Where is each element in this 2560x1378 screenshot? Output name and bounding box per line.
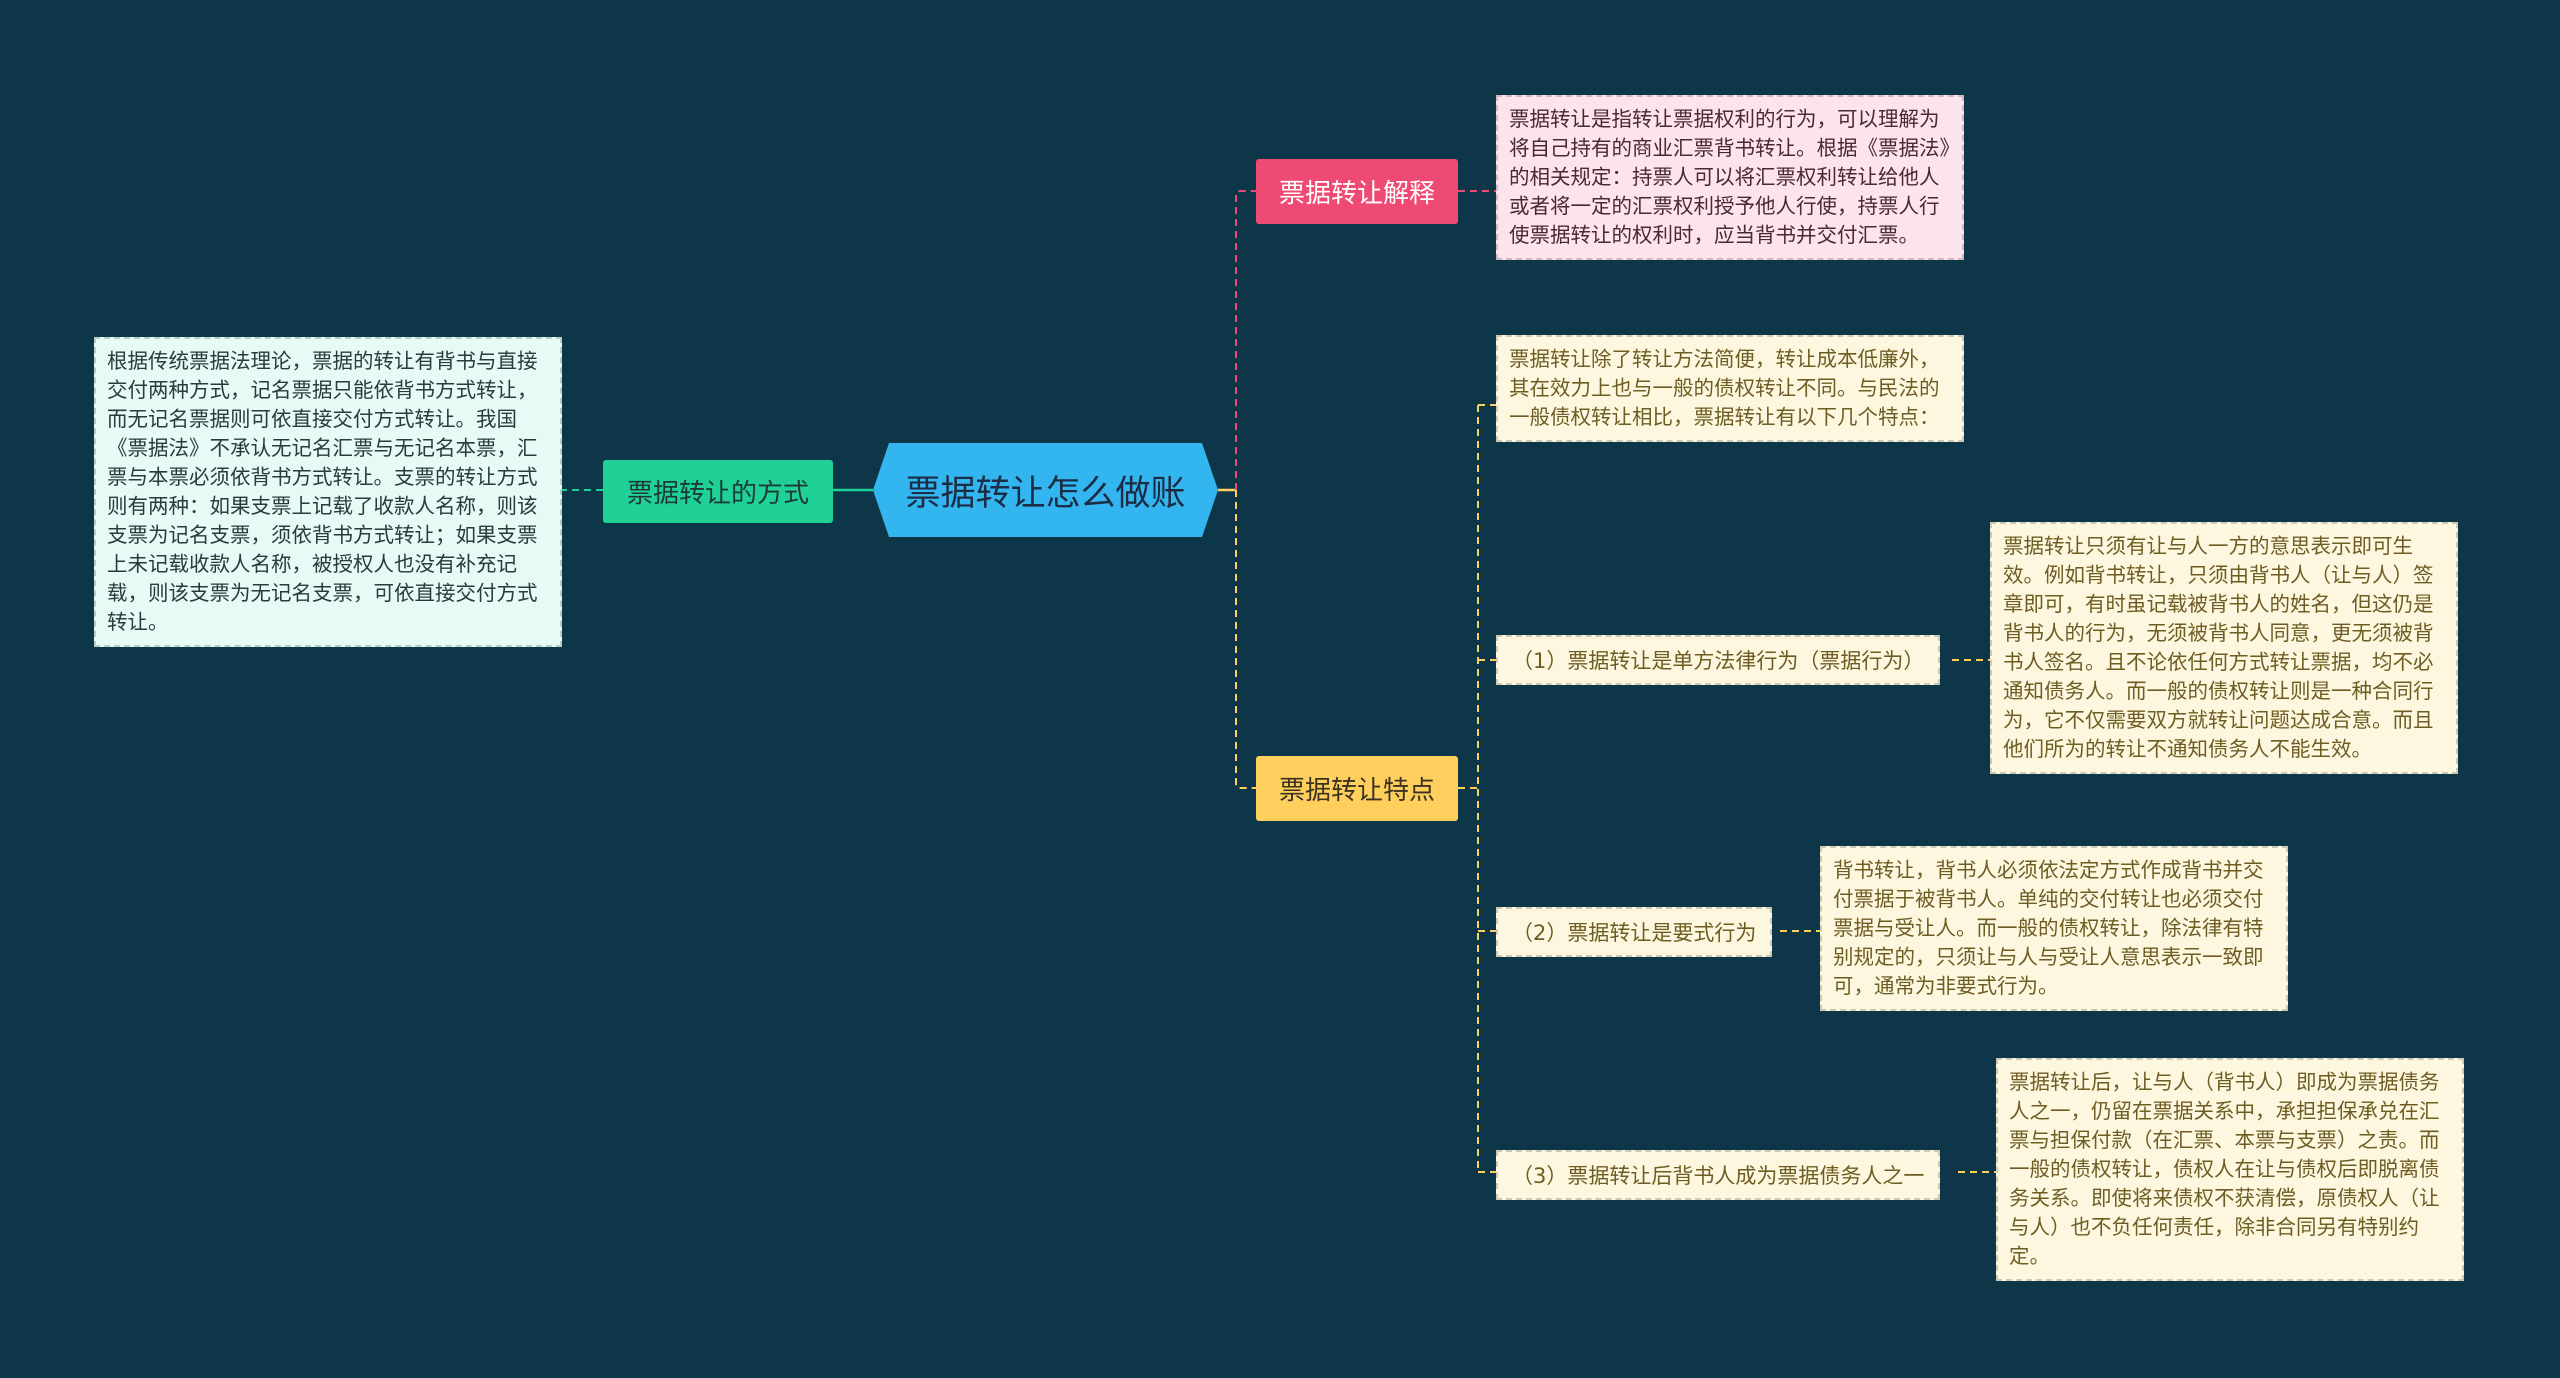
branch-transfer-explanation[interactable]: 票据转让解释 <box>1256 159 1458 224</box>
branch-transfer-features-label: 票据转让特点 <box>1278 776 1435 806</box>
branch-transfer-features[interactable]: 票据转让特点 <box>1256 756 1458 821</box>
transfer-method-text: 根据传统票据法理论，票据的转让有背书与直接交付两种方式，记名票据只能依背书方式转… <box>94 337 562 647</box>
branch-transfer-method[interactable]: 票据转让的方式 <box>603 460 833 523</box>
feature-item-3[interactable]: （3）票据转让后背书人成为票据债务人之一 <box>1496 1150 1941 1200</box>
central-topic[interactable]: 票据转让怎么做账 <box>873 443 1218 537</box>
feature-item-2[interactable]: （2）票据转让是要式行为 <box>1496 907 1773 957</box>
transfer-features-intro: 票据转让除了转让方法简便，转让成本低廉外，其在效力上也与一般的债权转让不同。与民… <box>1496 335 1964 442</box>
branch-transfer-explanation-label: 票据转让解释 <box>1278 179 1435 209</box>
transfer-explanation-text: 票据转让是指转让票据权利的行为，可以理解为将自己持有的商业汇票背书转让。根据《票… <box>1496 95 1964 260</box>
connector-spine-red <box>1235 190 1256 490</box>
connector-spine-yellow <box>1235 490 1256 789</box>
branch-transfer-method-label: 票据转让的方式 <box>626 479 809 509</box>
feature-item-3-detail: 票据转让后，让与人（背书人）即成为票据债务人之一，仍留在票据关系中，承担担保承兑… <box>1996 1058 2464 1281</box>
central-topic-label: 票据转让怎么做账 <box>905 473 1186 514</box>
feature-item-2-detail: 背书转让，背书人必须依法定方式作成背书并交付票据于被背书人。单纯的交付转让也必须… <box>1820 846 2288 1011</box>
feature-item-1[interactable]: （1）票据转让是单方法律行为（票据行为） <box>1496 635 1941 685</box>
feature-item-1-detail: 票据转让只须有让与人一方的意思表示即可生效。例如背书转让，只须由背书人（让与人）… <box>1990 522 2458 774</box>
